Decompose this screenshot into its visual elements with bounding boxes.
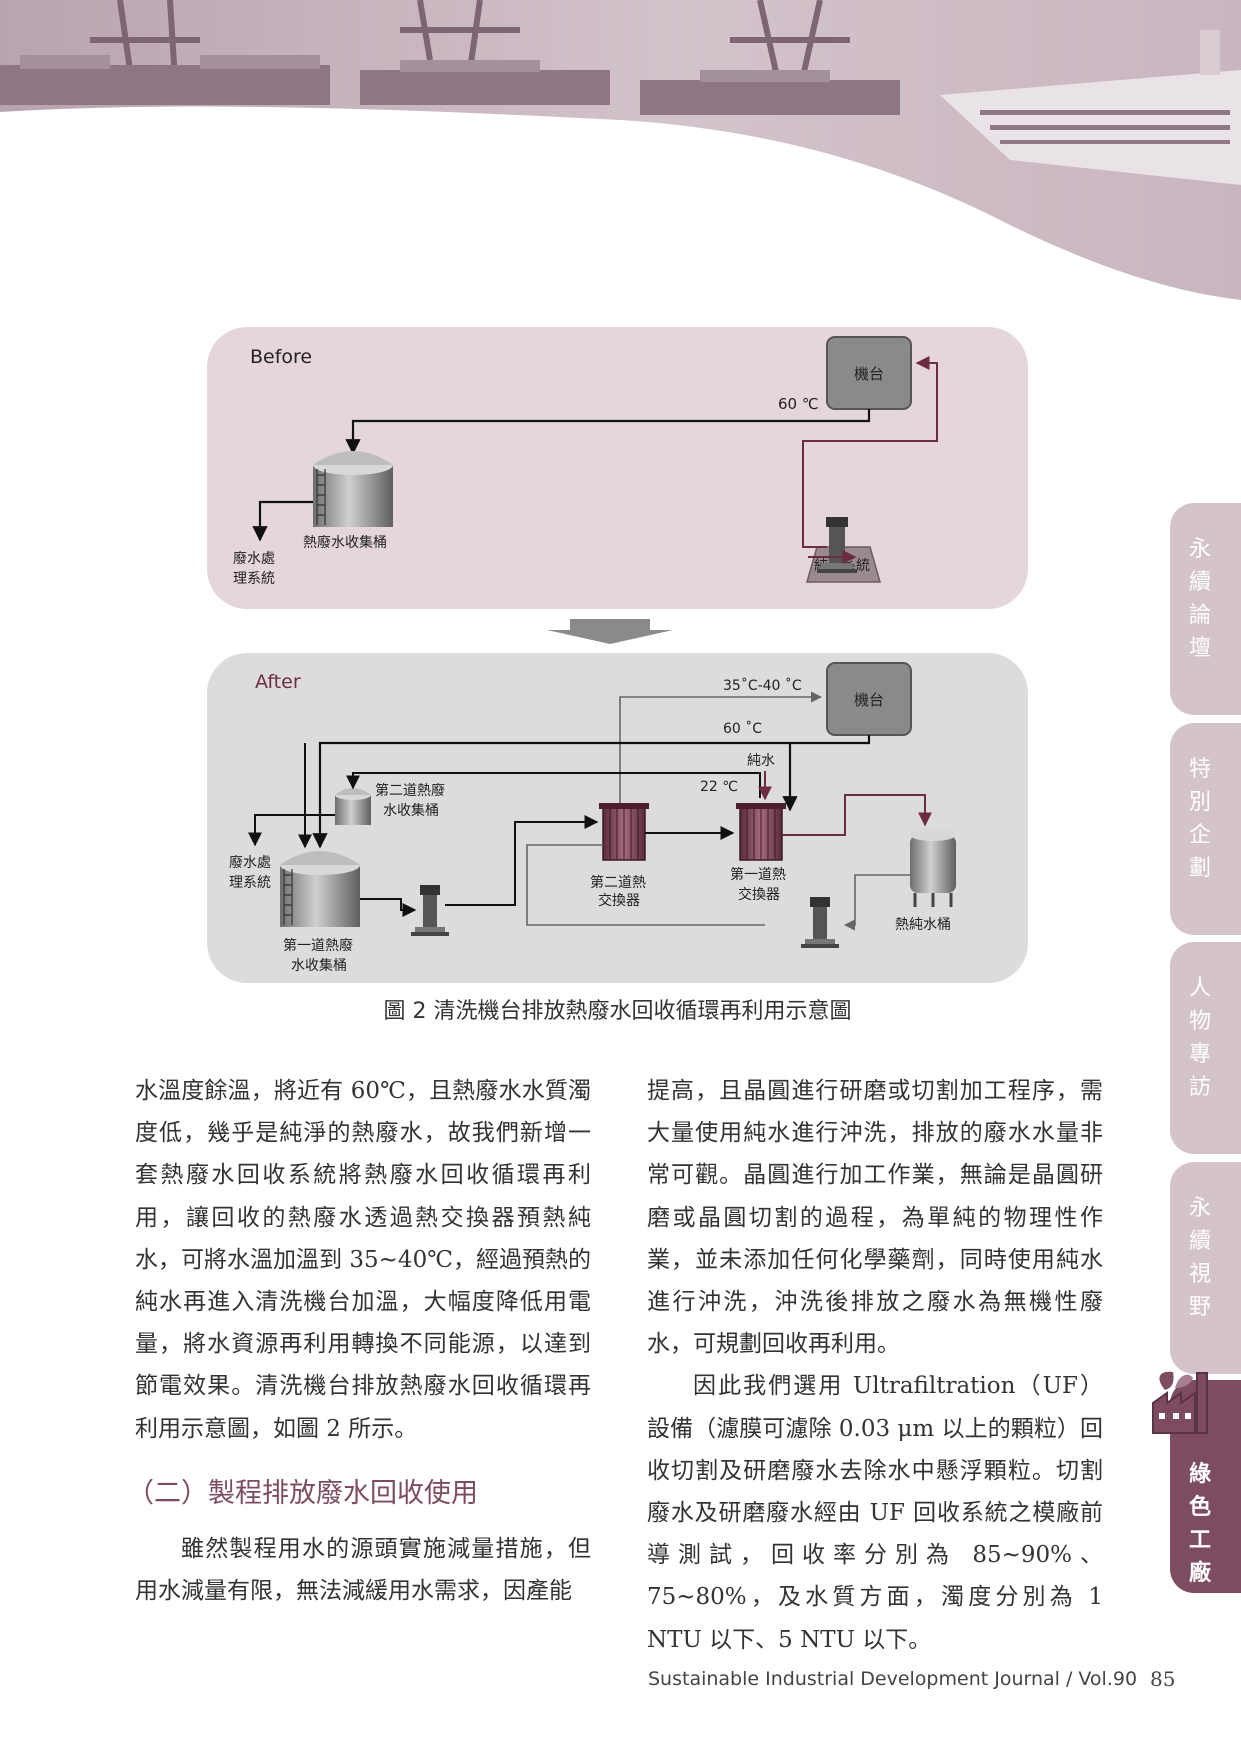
- after-waste-label-2: 理系統: [229, 875, 271, 891]
- footer-page-number: 85: [1150, 1667, 1176, 1691]
- side-tab-interview[interactable]: 人物專訪: [1170, 942, 1241, 1154]
- before-hot-water-line: [345, 409, 871, 455]
- side-tab-label: 綠色工廠: [1188, 1462, 1211, 1586]
- after-pure-water-label: 純水: [747, 753, 775, 769]
- after-warm-temp-label: 35˚C-40 ˚C: [723, 677, 802, 694]
- figure-caption: 圖 2 清洗機台排放熱廢水回收循環再利用示意圖: [383, 999, 852, 1024]
- after-hx1-to-tank2-line: [346, 772, 761, 798]
- after-hx2-label-1: 第二道熱: [590, 874, 646, 891]
- left-column: 水溫度餘溫，將近有 60℃，且熱廢水水質濁度低，幾乎是純淨的熱廢水，故我們新增一…: [127, 1070, 591, 1612]
- after-warm-water-line: [619, 691, 823, 805]
- before-machine-label: 機台: [854, 365, 884, 383]
- header-banner-image: [0, 0, 1241, 300]
- after-pure-temp-label: 22 ℃: [700, 779, 738, 795]
- after-tank2-to-waste-line: [248, 814, 335, 847]
- side-tab-label: 永續論壇: [1188, 537, 1211, 661]
- before-temp-label: 60 ℃: [778, 395, 819, 413]
- before-pump: [817, 517, 857, 573]
- before-hot-waste-tank: [313, 451, 393, 527]
- side-tab-label: 特別企劃: [1188, 757, 1211, 881]
- after-first-heat-exchanger: [736, 803, 786, 861]
- after-hx2-label-2: 交換器: [598, 892, 640, 909]
- footer-journal-title: Sustainable Industrial Development Journ…: [648, 1668, 1138, 1690]
- green-factory-icon: [1152, 1371, 1208, 1434]
- after-waste-label-1: 廢水處: [229, 854, 271, 871]
- after-tank2-label-1: 第二道熱廢: [375, 782, 445, 799]
- after-pump-to-hx2-line: [445, 815, 599, 906]
- after-heading: After: [255, 671, 301, 693]
- after-second-heat-exchanger: [599, 803, 649, 861]
- before-to-waste-line: [252, 500, 313, 542]
- before-heading: Before: [250, 346, 312, 368]
- side-tab-special[interactable]: 特別企劃: [1170, 723, 1241, 935]
- after-hot-temp-label: 60 ˚C: [723, 720, 762, 737]
- panel-transition-arrow: [547, 619, 673, 644]
- right-paragraph-1: 提高，且晶圓進行研磨或切割加工程序，需大量使用純水進行沖洗，排放的廢水水量非常可…: [647, 1078, 1103, 1358]
- after-tank1-label-1: 第一道熱廢: [283, 937, 353, 954]
- side-tab-vision[interactable]: 永續視野: [1170, 1162, 1241, 1374]
- figure-2-diagram: Before 機台 60 ℃ 熱廢水收集桶 廢水處 理系統 純水系統 After…: [207, 327, 1028, 983]
- after-hot-tank-to-pump-line: [843, 874, 910, 931]
- after-hot-pure-tank-label: 熱純水桶: [895, 917, 951, 933]
- after-tank1-to-pump-line: [360, 898, 417, 917]
- after-hx1-label-1: 第一道熱: [730, 866, 786, 883]
- before-waste-label-2: 理系統: [233, 571, 275, 587]
- after-pump-a: [411, 885, 449, 936]
- after-tank2-label-2: 水收集桶: [383, 802, 439, 819]
- left-paragraph-2: 雖然製程用水的源頭實施減量措施，但用水減量有限，無法減緩用水需求，因產能: [135, 1535, 591, 1605]
- side-tab-green-factory[interactable]: 綠色工廠: [1152, 1371, 1241, 1593]
- after-hx2-return-line: [526, 844, 765, 926]
- after-hx1-to-hot-tank-line: [782, 794, 932, 836]
- after-hx1-label-2: 交換器: [738, 886, 780, 903]
- before-panel: [207, 327, 1028, 609]
- side-tab-forum[interactable]: 永續論壇: [1170, 503, 1241, 715]
- section-heading: （二）製程排放廢水回收使用: [127, 1477, 478, 1509]
- before-pump-to-machine-line: [802, 356, 938, 548]
- after-hot-waste-line: [312, 735, 871, 849]
- after-machine-label: 機台: [854, 691, 884, 709]
- after-pump-b: [801, 897, 839, 948]
- after-second-hot-waste-tank: [335, 788, 371, 825]
- side-tab-label: 永續視野: [1188, 1196, 1211, 1320]
- before-tank-label: 熱廢水收集桶: [303, 534, 387, 551]
- after-tank1-label-2: 水收集桶: [291, 957, 347, 974]
- right-paragraph-2: 因此我們選用 Ultrafiltration（UF）設備（濾膜可濾除 0.03 …: [647, 1373, 1103, 1653]
- after-hot-pure-water-tank: [910, 829, 956, 907]
- after-first-hot-waste-tank: [280, 851, 360, 927]
- side-tab-label: 人物專訪: [1188, 976, 1211, 1100]
- left-paragraph-1: 水溫度餘溫，將近有 60℃，且熱廢水水質濁度低，幾乎是純淨的熱廢水，故我們新增一…: [135, 1078, 591, 1442]
- right-column: 提高，且晶圓進行研磨或切割加工程序，需大量使用純水進行沖洗，排放的廢水水量非常可…: [647, 1070, 1103, 1661]
- before-waste-label-1: 廢水處: [233, 550, 275, 567]
